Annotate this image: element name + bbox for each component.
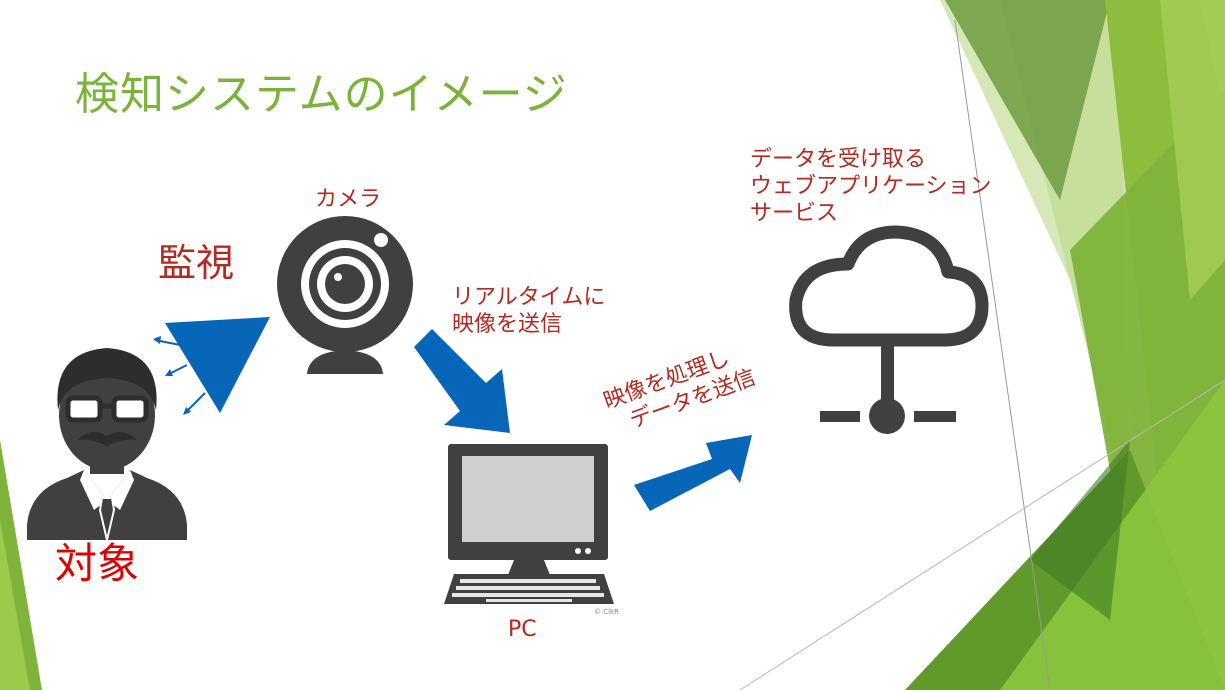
person-icon: [27, 348, 187, 541]
realtime-send-label: リアルタイムに 映像を送信: [452, 284, 605, 338]
monitor-label: 監視: [158, 241, 235, 285]
view-cone-icon: [153, 317, 270, 415]
cloud-network-icon: [789, 225, 989, 434]
realtime-label-line: リアルタイムに: [452, 285, 606, 310]
bg-line: [954, 19, 1051, 690]
arrow-to-pc: [414, 329, 510, 433]
target-label: 対象: [55, 539, 140, 588]
realtime-label-line: 映像を送信: [452, 312, 563, 337]
copyright-mark: © ClkR: [594, 608, 619, 616]
camera-label: カメラ: [315, 187, 382, 212]
bg-facet: [1030, 440, 1130, 620]
bg-facet: [945, 0, 1110, 200]
service-label-line: ウェブアプリケーション: [750, 174, 992, 199]
service-label-line: サービス: [750, 201, 839, 226]
desktop-computer-icon: [444, 444, 614, 604]
slide-title: 検知システムのイメージ: [75, 69, 568, 120]
bg-facet: [0, 520, 30, 690]
bg-facet: [1160, 0, 1225, 300]
webcam-icon: [277, 216, 413, 374]
service-label: データを受け取る ウェブアプリケーション サービス: [750, 146, 992, 227]
pc-label: PC: [508, 617, 537, 642]
arrow-to-cloud: [634, 435, 752, 511]
service-label-line: データを受け取る: [750, 147, 927, 172]
bg-line: [739, 379, 1225, 690]
